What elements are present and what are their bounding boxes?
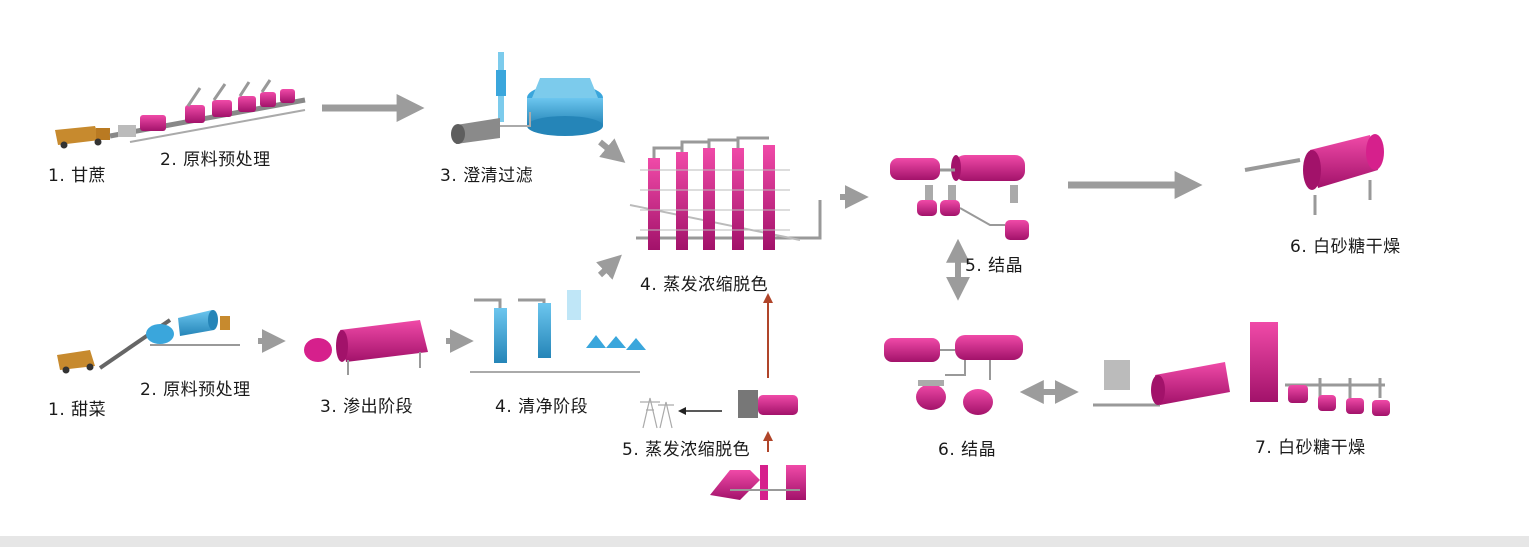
truck-icon: [57, 350, 95, 374]
crystallizer-icon: [890, 155, 1029, 240]
label-cane-pretreatment: 2. 原料预处理: [160, 150, 271, 170]
evaporator-columns-icon: [629, 136, 822, 250]
truck-icon: [55, 126, 110, 149]
conveyor-icon: [109, 79, 306, 143]
label-crystallization-shared: 5. 结晶: [965, 256, 1024, 276]
label-evaporation-shared: 4. 蒸发浓缩脱色: [640, 275, 769, 295]
dryer-icon: [1093, 322, 1390, 416]
crystallizer-icon: [884, 335, 1023, 415]
clarifier-tank-icon: [451, 52, 603, 144]
flow-arrows: [258, 94, 1203, 452]
power-pylon-icon: [640, 397, 674, 429]
label-evaporation-beet: 5. 蒸发浓缩脱色: [622, 440, 751, 460]
label-clarification: 3. 澄清过滤: [440, 166, 534, 186]
label-purification: 4. 清净阶段: [495, 397, 589, 417]
conveyor-icon: [98, 310, 240, 370]
label-drying-beet: 7. 白砂糖干燥: [1255, 438, 1366, 458]
boiler-icon: [710, 465, 806, 500]
label-crystallization-beet: 6. 结晶: [938, 440, 997, 460]
label-diffusion: 3. 渗出阶段: [320, 397, 414, 417]
footer-bar: [0, 536, 1529, 547]
label-beet-pretreatment: 2. 原料预处理: [140, 380, 251, 400]
dryer-icon: [1244, 134, 1384, 215]
label-drying-shared: 6. 白砂糖干燥: [1290, 237, 1401, 257]
label-sugarcane: 1. 甘蔗: [48, 166, 107, 186]
label-beet: 1. 甜菜: [48, 400, 107, 420]
diffuser-icon: [304, 320, 428, 375]
boiler-icon: [738, 390, 798, 418]
purification-icon: [470, 290, 646, 373]
